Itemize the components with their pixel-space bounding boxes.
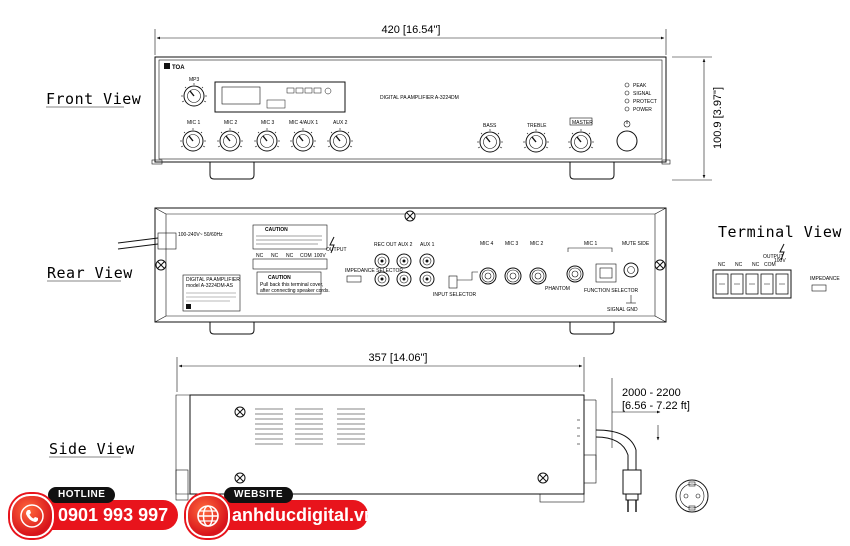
caution-top: CAUTION — [265, 227, 288, 233]
height-dimension: 100.9 [3.97"] — [712, 87, 724, 149]
terminal-100v: 100V — [774, 258, 786, 264]
hotline-tag: HOTLINE — [48, 487, 116, 503]
input-rec-out: REC OUT — [374, 242, 397, 248]
mp3-label: MP3 — [189, 77, 200, 83]
input-aux1: AUX 1 — [420, 242, 435, 248]
rear-term-nc2: NC — [271, 253, 279, 259]
rating-line-2: model A-3224DM-AS — [186, 283, 234, 289]
rear-term-com: COM — [300, 253, 312, 259]
input-mic4: MIC 4 — [480, 241, 494, 247]
knob-label-mic4-aux1: MIC 4/AUX 1 — [289, 120, 318, 126]
terminal-view: NC NC NC COM 100V OUTPUT IMPEDANCE — [712, 243, 840, 299]
phantom-label: PHANTOM — [545, 286, 570, 292]
hotline-badge[interactable]: HOTLINE 0901 993 997 — [10, 487, 178, 538]
caution-title: CAUTION — [268, 275, 291, 281]
indicator-peak: PEAK — [633, 83, 647, 89]
terminal-output: OUTPUT — [763, 254, 784, 260]
terminal-view-title: Terminal View — [718, 223, 842, 241]
caution-line-2: after connecting speaker cords. — [260, 288, 330, 294]
signal-gnd: SIGNAL GND — [607, 307, 638, 313]
power-button — [616, 130, 638, 152]
mute-side: MUTE SIDE — [622, 241, 650, 247]
rear-output-label: OUTPUT — [326, 247, 347, 253]
width-dimension: 420 [16.54"] — [382, 24, 441, 36]
impedance-selector: IMPEDANCE SELECTOR — [345, 268, 403, 274]
knob-label-mic2: MIC 2 — [224, 120, 238, 126]
cord-length-ft: [6.56 - 7.22 ft] — [622, 400, 690, 412]
front-view-title: Front View — [46, 90, 142, 108]
knob-label-mic1: MIC 1 — [187, 120, 201, 126]
input-aux2: AUX 2 — [398, 242, 413, 248]
side-view-title: Side View — [49, 440, 135, 458]
phone-icon — [10, 494, 54, 538]
rear-term-100v: 100V — [314, 253, 326, 259]
brand-logo: TOA — [172, 65, 185, 71]
input-mic2: MIC 2 — [530, 241, 544, 247]
website-tag: WEBSITE — [224, 487, 294, 503]
cord-length-mm: 2000 - 2200 — [622, 387, 681, 399]
indicator-signal: SIGNAL — [633, 91, 652, 97]
knob-label-bass: BASS — [483, 123, 497, 129]
terminal-nc1: NC — [718, 262, 726, 268]
model-label: DIGITAL PA AMPLIFIER A-3224DM — [380, 95, 459, 101]
terminal-nc3: NC — [752, 262, 760, 268]
knob-label-aux2: AUX 2 — [333, 120, 348, 126]
indicator-protect: PROTECT — [633, 99, 657, 105]
knob-label-mic3: MIC 3 — [261, 120, 275, 126]
function-selector: FUNCTION SELECTOR — [584, 288, 638, 294]
indicator-power: POWER — [633, 107, 652, 113]
terminal-com: COM — [764, 262, 776, 268]
website-badge[interactable]: WEBSITE anhducdigital.vn — [186, 487, 375, 538]
rating-line-1: DIGITAL PA AMPLIFIER — [186, 277, 240, 283]
caution-line-1: Pull back this terminal cover, — [260, 282, 323, 288]
rear-view: 100-240V~ 50/60Hz CAUTION NC NC NC COM 1… — [117, 207, 667, 335]
input-mic3: MIC 3 — [505, 241, 519, 247]
knob-label-master: MASTER — [572, 120, 593, 126]
rear-term-nc1: NC — [256, 253, 264, 259]
website-url[interactable]: anhducdigital.vn — [232, 505, 376, 525]
globe-icon — [186, 494, 230, 538]
input-mic1: MIC 1 — [584, 241, 598, 247]
hotline-number[interactable]: 0901 993 997 — [58, 505, 169, 525]
rear-term-nc3: NC — [286, 253, 294, 259]
power-label: 100-240V~ 50/60Hz — [178, 232, 223, 238]
front-view: 420 [16.54"] 100.9 [3.97"] TOA MP3 DIGIT… — [151, 24, 724, 181]
knob-label-treble: TREBLE — [527, 123, 547, 129]
rear-view-title: Rear View — [47, 264, 133, 282]
terminal-nc2: NC — [735, 262, 743, 268]
side-view: 357 [14.06"] — [175, 352, 709, 513]
depth-dimension: 357 [14.06"] — [369, 352, 428, 364]
terminal-impedance: IMPEDANCE — [810, 276, 840, 282]
input-selector: INPUT SELECTOR — [433, 292, 477, 298]
